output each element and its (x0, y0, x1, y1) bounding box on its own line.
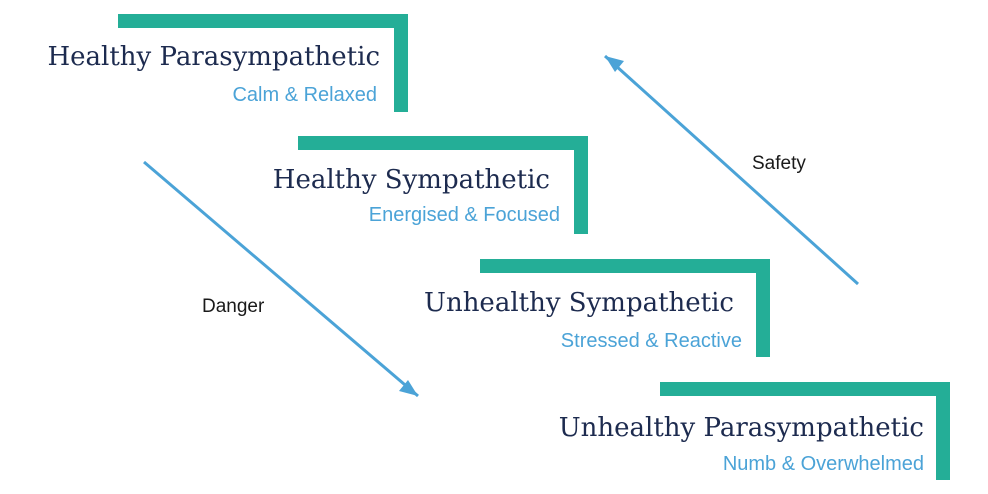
danger-label: Danger (202, 296, 265, 317)
state-title-unhealthy-sympathetic: Unhealthy Sympathetic (424, 288, 734, 318)
bracket-unhealthy-parasympathetic (660, 382, 950, 480)
safety-label: Safety (752, 153, 806, 174)
bracket-unhealthy-sympathetic (480, 259, 770, 357)
danger-arrow (143, 160, 419, 398)
state-subtitle-unhealthy-parasympathetic: Numb & Overwhelmed (722, 453, 924, 475)
state-title-unhealthy-parasympathetic: Unhealthy Parasympathetic (558, 413, 924, 443)
state-title-healthy-parasympathetic: Healthy Parasympathetic (47, 42, 380, 72)
state-subtitle-healthy-parasympathetic: Calm & Relaxed (232, 84, 377, 106)
bracket-healthy-parasympathetic (118, 14, 408, 112)
state-title-healthy-sympathetic: Healthy Sympathetic (272, 165, 550, 195)
state-subtitle-healthy-sympathetic: Energised & Focused (368, 204, 560, 226)
safety-arrow (603, 54, 860, 286)
state-subtitle-unhealthy-sympathetic: Stressed & Reactive (560, 330, 742, 352)
bracket-healthy-sympathetic (298, 136, 588, 234)
